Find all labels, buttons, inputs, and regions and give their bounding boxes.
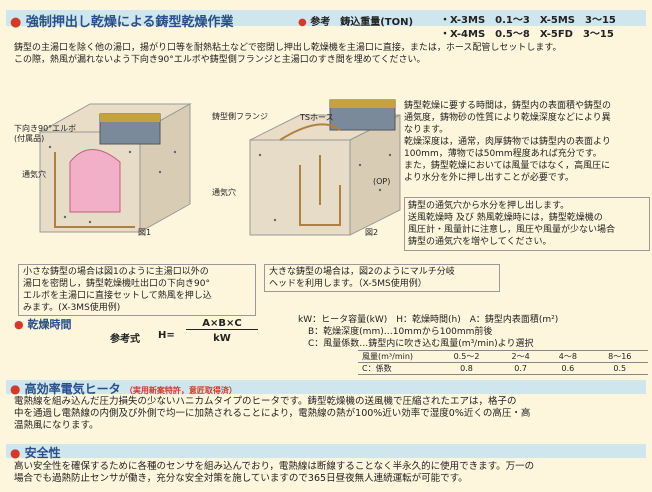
figure2-vent-label: 通気穴 (212, 188, 236, 197)
section3-body-line: 場合でも過熱防止センサが働き，充分な安全対策を施していますので365日昼夜無人連… (14, 473, 468, 484)
bullet-icon: ● (10, 15, 22, 30)
intro-text: 鋳型の主湯口を除く他の湯口，揚がり口等を耐熱粘土などで密閉し押出し乾燥機を主湯口… (14, 42, 644, 66)
formula-h: H= (158, 330, 175, 341)
section1-title-row: ● 強制押出し乾燥による鋳型乾燥作業 (10, 11, 234, 30)
section3-title: 安全性 (24, 446, 61, 460)
formula-label: 参考式 (110, 334, 140, 345)
section3-body: 高い安全性を確保するために各種のセンサを組み込んでおり，電熱線は断線することなく… (14, 461, 650, 485)
vent-note-line: 風圧計・風量計に注意し，風圧や風量が少ない場合 (408, 225, 616, 235)
bullet-icon: ● (14, 318, 24, 331)
large-mold-note-line: ヘッドを利用します。（X-5MS使用例） (269, 279, 427, 289)
drying-time-title: 乾燥時間 (27, 318, 72, 331)
section3-body-line: 高い安全性を確保するために各種のセンサを組み込んでおり，電熱線は断線することなく… (14, 461, 535, 472)
reference-label: 参考 鋳込重量(TON) (310, 17, 414, 28)
small-mold-note-line: みます。(X-3MS使用例) (23, 303, 121, 313)
table-cell: 0.8 (436, 362, 498, 375)
description-line: 100mm，薄物では50mm程度あれば充分です。 (404, 149, 602, 159)
table-cell: 2〜4 (497, 350, 545, 363)
figure2-illustration (249, 99, 401, 236)
figure2-flange-label: 鋳型側フランジ (212, 112, 268, 121)
small-mold-note-line: エルボを主湯口に直接セットして熱風を押し込 (23, 291, 212, 301)
bullet-icon: ● (10, 446, 21, 460)
small-mold-note: 小さな鋳型の場合は図1のように主湯口以外の 湯口を密閉し，鋳型乾燥機吐出口の下向… (18, 264, 256, 316)
figure1-vent-label: 通気穴 (22, 170, 46, 179)
large-mold-note-line: 大きな鋳型の場合は，図2のようにマルチ分岐 (269, 267, 455, 277)
reference-label-row: ● 参考 鋳込重量(TON) (298, 13, 413, 28)
model-spec-2: ・X-4MS 0.5〜8 X-5FD 3〜15 (440, 29, 614, 40)
description-line: 鋳型乾燥に要する時間は，鋳型内の表面積や鋳型の (404, 101, 612, 111)
section3-header (6, 444, 646, 458)
table-row: 風量(m³/min) 0.5〜2 2〜4 4〜8 8〜16 (358, 350, 648, 363)
section2-header (6, 380, 646, 394)
section2-body-line: 中を通過し電熱線の内側及び外側で均一に加熱されることにより，電熱線の熱が100%… (14, 408, 531, 419)
section2-body-line: 温熱風になります。 (14, 420, 99, 431)
description-line: より水分を外に押し出すことが必要です。 (404, 173, 574, 183)
figure1-elbow-label: 下向き90°エルボ (付属品) (14, 124, 76, 144)
table-cell: 0.7 (497, 362, 545, 375)
figure2-op-label: (OP) (373, 177, 391, 186)
small-mold-note-line: 湯口を密閉し，鋳型乾燥機吐出口の下向き90° (23, 279, 210, 289)
table-row: C：係数 0.8 0.7 0.6 0.5 (358, 362, 648, 375)
table-cell: 4〜8 (544, 350, 592, 363)
section2-title-row: ● 高効率電気ヒータ （実用新案特許，意匠取得済） (10, 380, 237, 397)
description-line: 乾燥深度は，通常，肉厚鋳物では鋳型内の表面より (404, 137, 611, 147)
vent-note-box: 鋳型の通気穴から水分を押し出します。 送風乾燥時 及び 熱風乾燥時には，鋳型乾燥… (404, 197, 650, 251)
figure2-caption: 図2 (365, 228, 379, 237)
formula-legend: kW：ヒータ容量(kW) H：乾燥時間(h) A：鋳型内表面積(m²) B：乾燥… (298, 314, 648, 350)
table-cell: 0.6 (544, 362, 592, 375)
section3-title-row: ● 安全性 (10, 444, 61, 461)
section2-title: 高効率電気ヒータ (24, 382, 121, 396)
intro-line-1: 鋳型の主湯口を除く他の湯口，揚がり口等を耐熱粘土などで密閉し押出し乾燥機を主湯口… (14, 43, 562, 53)
table-cell: 8〜16 (591, 350, 648, 363)
model-spec-1: ・X-3MS 0.1〜3 X-5MS 3〜15 (440, 15, 616, 26)
figure1-elbow-subtext: (付属品) (14, 134, 45, 143)
figure1-caption: 図1 (138, 228, 152, 237)
table-cell: 0.5 (591, 362, 648, 375)
drying-time-heading: ● 乾燥時間 (14, 316, 71, 332)
airflow-coefficient-table: 風量(m³/min) 0.5〜2 2〜4 4〜8 8〜16 C：係数 0.8 0… (358, 350, 648, 375)
bullet-icon: ● (10, 382, 21, 396)
formula-denominator: kW (213, 333, 231, 344)
section2-subtitle: （実用新案特許，意匠取得済） (124, 386, 237, 395)
section2-body-line: 電熱線を組み込んだ圧力損失の少ないハニカムタイプのヒータです。鋳型乾燥機の送風機… (14, 396, 517, 407)
bullet-icon: ● (298, 17, 307, 28)
vent-note-line: 送風乾燥時 及び 熱風乾燥時には，鋳型乾燥機の (408, 213, 603, 223)
formula-legend-line: kW：ヒータ容量(kW) H：乾燥時間(h) A：鋳型内表面積(m²) (298, 315, 559, 325)
small-mold-note-line: 小さな鋳型の場合は図1のように主湯口以外の (23, 267, 209, 277)
large-mold-note: 大きな鋳型の場合は，図2のようにマルチ分岐 ヘッドを利用します。（X-5MS使用… (264, 264, 500, 292)
section1-title: 強制押出し乾燥による鋳型乾燥作業 (25, 15, 234, 30)
description-line: また，鋳型乾燥においては風量ではなく，高風圧に (404, 161, 611, 171)
figure1-illustration (38, 103, 192, 233)
table-cell: 風量(m³/min) (358, 350, 436, 363)
description-line: 通気度，鋳物砂の性質により乾燥深度などにより異 (404, 113, 611, 123)
table-cell: C：係数 (358, 362, 436, 375)
description-line: なります。 (404, 125, 449, 135)
intro-line-2: この際，熱風が漏れないよう下向き90°エルボや鋳型側フランジと主湯口のすき間を埋… (14, 55, 426, 65)
figure2-hose-label: TSホース (300, 113, 334, 122)
formula-numerator: A×B×C (186, 318, 258, 330)
formula-legend-line: B：乾燥深度(mm)…10mmから100mm前後 (308, 327, 493, 337)
section1-header (6, 10, 646, 26)
vent-note-line: 鋳型の通気穴から水分を押し出します。 (408, 201, 570, 211)
section2-body: 電熱線を組み込んだ圧力損失の少ないハニカムタイプのヒータです。鋳型乾燥機の送風機… (14, 396, 650, 432)
table-cell: 0.5〜2 (436, 350, 498, 363)
figure1-elbow-text: 下向き90°エルボ (14, 124, 77, 133)
formula-legend-line: C：風量係数…鋳型内に吹き込む風量(m³/min)より選択 (308, 339, 534, 349)
drying-description: 鋳型乾燥に要する時間は，鋳型内の表面積や鋳型の 通気度，鋳物砂の性質により乾燥深… (404, 100, 646, 184)
vent-note-line: 鋳型の通気穴を増やしてください。 (408, 237, 552, 247)
